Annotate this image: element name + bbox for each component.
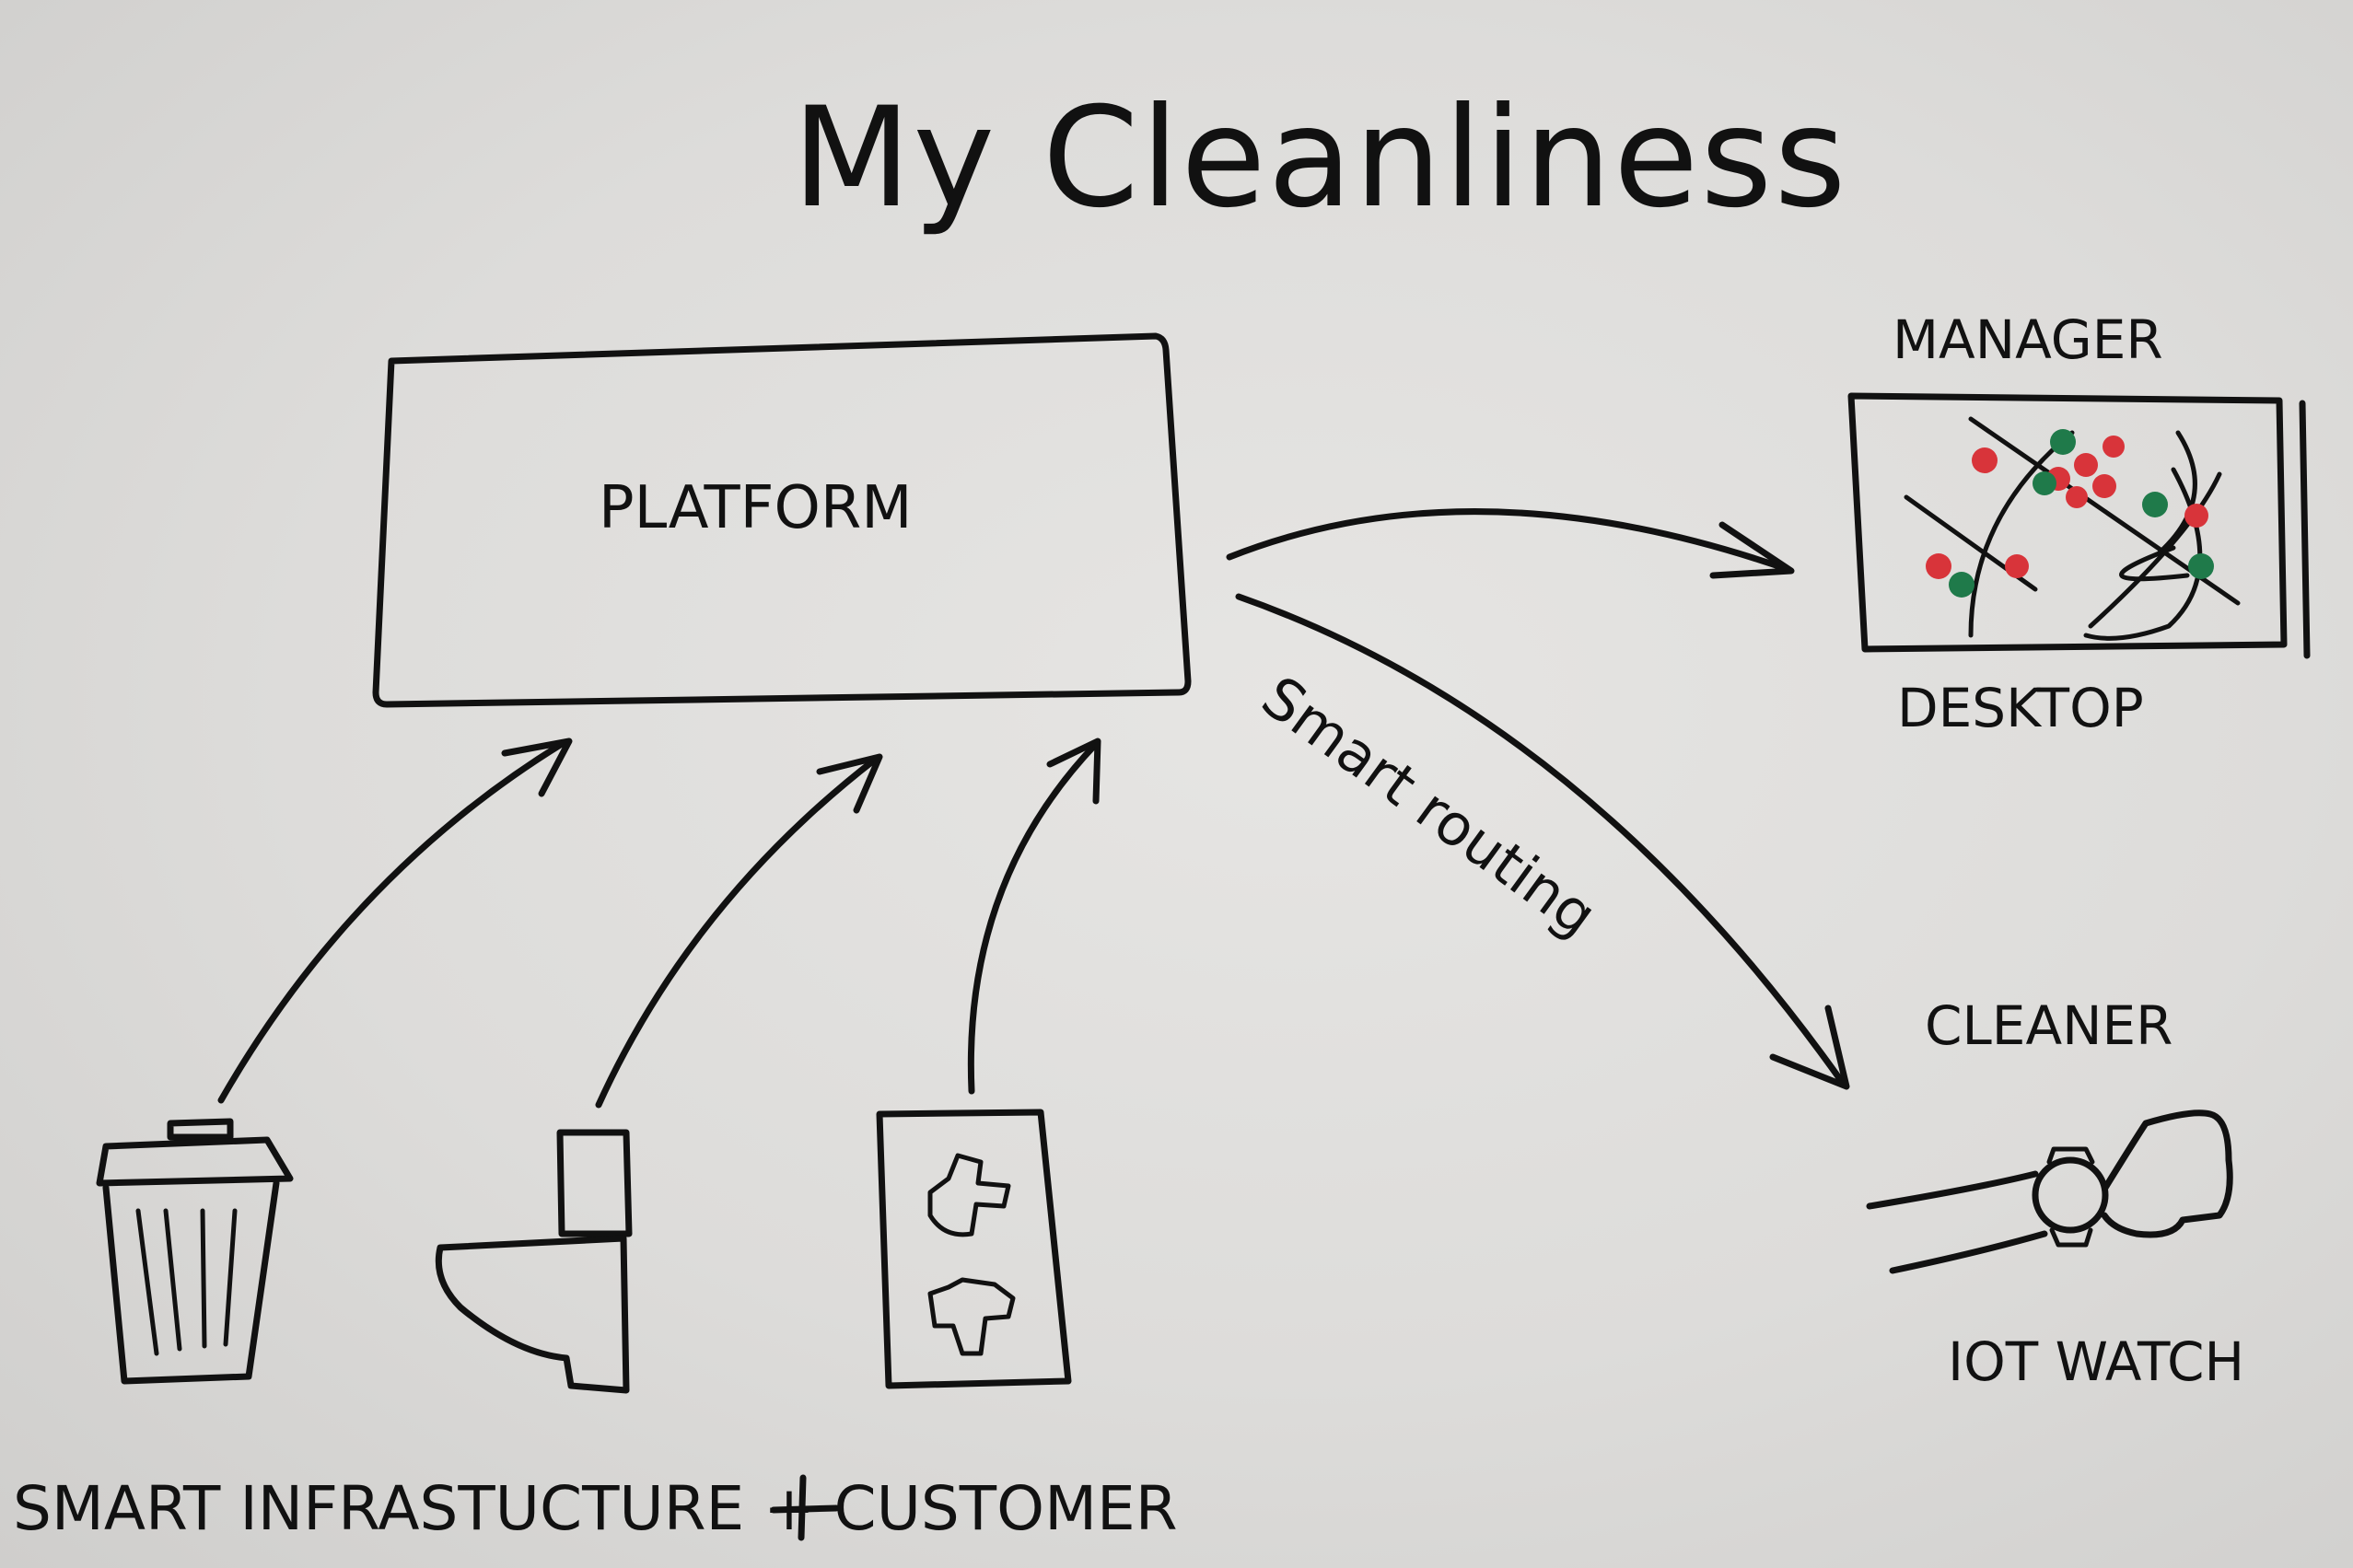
- desktop-map-icon: [1847, 392, 2311, 659]
- footer-label: SMART INFRASTUCTURE + CUSTOMER: [13, 1473, 1178, 1544]
- arrow-smart-routing: [1235, 593, 1850, 1090]
- feedback-panel-icon: [876, 1109, 1072, 1389]
- diagram-title: My Cleanliness: [792, 78, 1848, 238]
- iot-watch-label: IOT WATCH: [1948, 1330, 2245, 1393]
- arrow-platform-to-manager: [1226, 508, 1795, 579]
- toilet-icon: [435, 1129, 633, 1394]
- platform-box: [372, 332, 1192, 708]
- arrow-panel-to-platform: [967, 738, 1101, 1095]
- watch-icon: [1866, 1109, 2233, 1274]
- plus-sign-icon: [770, 1474, 840, 1541]
- arrow-toilet-to-platform: [595, 753, 883, 1109]
- platform-label: PLATFORM: [599, 474, 913, 542]
- arrow-trash-to-platform: [217, 738, 573, 1104]
- trash-bin-icon: [96, 1118, 294, 1385]
- cleaner-label: CLEANER: [1925, 994, 2173, 1057]
- manager-label: MANAGER: [1893, 308, 2163, 371]
- map-marker-dots: [1926, 429, 2214, 598]
- desktop-label: DESKTOP: [1897, 677, 2144, 739]
